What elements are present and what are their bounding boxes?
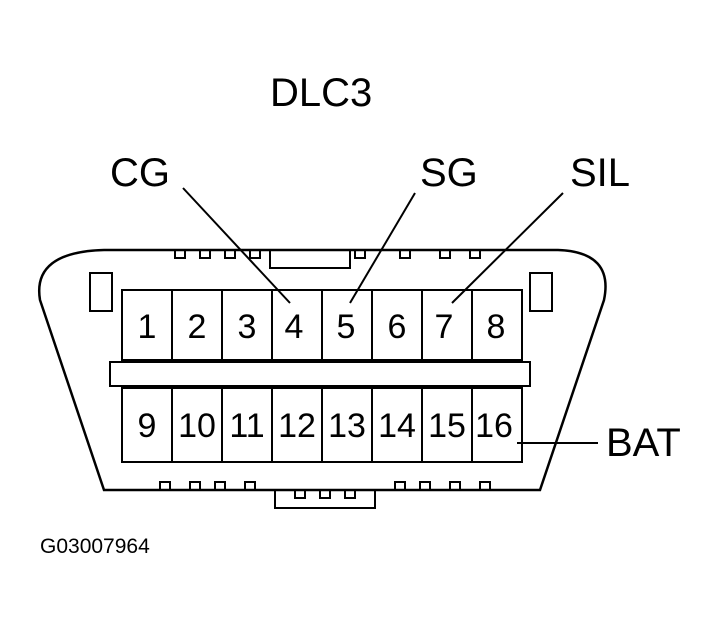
pin-number-3: 3 xyxy=(238,308,257,346)
pin-numbers-top: 1 2 3 4 5 6 7 8 xyxy=(138,308,506,346)
pin-number-10: 10 xyxy=(178,407,216,445)
connector-housing xyxy=(37,248,607,492)
pin-number-16: 16 xyxy=(475,407,513,445)
label-sil: SIL xyxy=(570,151,630,195)
pin-row-top xyxy=(121,289,523,361)
pin-cell xyxy=(471,289,523,361)
pin-number-4: 4 xyxy=(285,308,304,346)
pin-number-8: 8 xyxy=(487,308,506,346)
pin-number-1: 1 xyxy=(138,308,157,346)
leader-lines xyxy=(182,187,598,444)
leader-line-sg xyxy=(349,192,416,304)
pin-number-9: 9 xyxy=(138,407,157,445)
label-sg: SG xyxy=(420,151,478,195)
pin-number-11: 11 xyxy=(229,407,264,445)
pin-number-5: 5 xyxy=(337,308,356,346)
leader-line-cg xyxy=(182,187,291,304)
pin-number-7: 7 xyxy=(435,308,454,346)
pin-numbers-bottom: 9 10 11 12 13 14 15 16 xyxy=(138,407,513,445)
left-guide-slot xyxy=(89,272,113,312)
bottom-notches xyxy=(159,481,491,509)
pin-number-13: 13 xyxy=(328,407,366,445)
top-notches xyxy=(174,250,481,269)
pin-number-14: 14 xyxy=(378,407,416,445)
label-bat: BAT xyxy=(606,421,681,465)
figure-code: G03007964 xyxy=(40,535,150,558)
pin-number-15: 15 xyxy=(428,407,466,445)
pin-cell xyxy=(471,387,523,463)
pin-number-12: 12 xyxy=(278,407,316,445)
label-cg: CG xyxy=(110,151,170,195)
pin-row-bottom xyxy=(121,387,523,463)
pin-number-6: 6 xyxy=(388,308,407,346)
center-divider xyxy=(109,361,531,387)
leader-line-sil xyxy=(451,192,564,304)
right-guide-slot xyxy=(529,272,553,312)
diagram-title: DLC3 xyxy=(270,71,372,115)
pin-number-2: 2 xyxy=(188,308,207,346)
